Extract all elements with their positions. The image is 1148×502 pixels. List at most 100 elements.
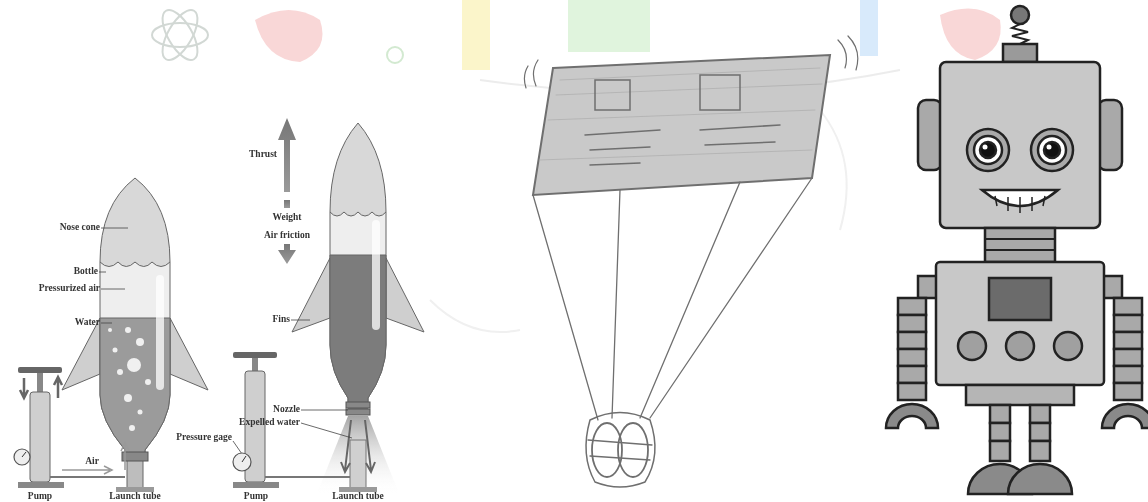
watermark-part — [430, 300, 520, 332]
hand-pump-part — [37, 373, 43, 393]
water-rocket-loaded-part-part — [99, 272, 106, 273]
water-rocket-launching-part — [339, 487, 377, 492]
water-rocket-loaded-part — [100, 262, 170, 458]
water-rocket-launching-part-part — [233, 441, 242, 454]
water-rocket-launching-part — [316, 416, 400, 496]
part-label: Pressurized air — [39, 284, 100, 294]
parachute-sketch-part — [533, 178, 812, 420]
water-rocket-loaded-part — [116, 487, 154, 492]
parachute-sketch-part — [585, 125, 780, 165]
part-label: Pump — [244, 492, 268, 502]
part-label: Thrust — [249, 150, 277, 160]
hand-pump-part — [242, 456, 246, 462]
part-label: Nozzle — [273, 405, 300, 415]
parachute-sketch-part — [533, 55, 830, 195]
hand-pump-part — [265, 476, 350, 478]
parachute-sketch-part — [540, 68, 822, 160]
parachute-sketch-part — [586, 413, 655, 488]
water-rocket-loaded-part-part — [108, 328, 112, 332]
water-rocket-launching-part — [330, 123, 386, 216]
watermark-part — [820, 110, 847, 230]
water-rocket-launching-part — [350, 440, 366, 490]
water-rocket-loaded-part — [100, 178, 170, 267]
water-rocket-loaded-part-part — [145, 379, 151, 385]
water-rocket-loaded-part-part — [117, 369, 123, 375]
parachute-sketch-part — [700, 75, 740, 110]
water-rocket-loaded-part-part — [101, 289, 125, 290]
robot-cartoon-part — [990, 405, 1010, 423]
water-rocket-loaded-part — [156, 275, 164, 390]
robot-cartoon-part — [989, 278, 1051, 320]
hand-pump-part — [20, 378, 28, 398]
water-rocket-loaded-part-part — [101, 323, 112, 324]
parachute-sketch-part — [618, 423, 648, 477]
water-rocket-launching-part — [372, 220, 380, 330]
water-rocket-loaded-part — [108, 327, 151, 431]
water-rocket-loaded-part-part — [138, 410, 143, 415]
parachute-sketch-part — [524, 36, 857, 88]
robot-cartoon-part — [983, 145, 988, 150]
robot-cartoon-part — [1030, 405, 1050, 423]
robot-cartoon-part — [918, 100, 942, 170]
robot-cartoon-part — [1030, 441, 1050, 461]
robot-cartoon-part — [1012, 24, 1028, 44]
water-rocket-launching-part-part — [301, 410, 348, 411]
hand-pump-part — [54, 377, 62, 398]
robot-cartoon-part — [974, 136, 1002, 164]
robot-cartoon-part — [1114, 349, 1142, 366]
watermark-part — [156, 5, 205, 65]
water-rocket-loaded-part-part — [136, 338, 144, 346]
water-rocket-loaded-part — [170, 318, 208, 390]
hand-pump-part — [233, 482, 279, 488]
watermark — [152, 0, 1001, 332]
water-rocket-loaded-part-part — [125, 327, 131, 333]
robot-cartoon-part — [1006, 332, 1034, 360]
hand-pump-part — [233, 453, 251, 471]
robot-cartoon-part — [1011, 6, 1029, 24]
water-rocket-loaded-part-part — [127, 358, 141, 372]
robot-cartoon-part — [1098, 100, 1122, 170]
hand-pump-part — [62, 466, 112, 474]
hand-pump-part — [30, 392, 50, 482]
water-rocket-launching-part — [346, 409, 370, 415]
part-label: Nose cone — [60, 223, 100, 233]
hand-pump — [14, 367, 129, 488]
water-rocket-launching-part — [341, 420, 351, 472]
part-label: Weight — [272, 213, 301, 223]
water-rocket-loaded-part — [99, 228, 128, 323]
hand-pump-part — [252, 358, 258, 372]
robot-cartoon-part — [1054, 332, 1082, 360]
water-rocket-launching-part — [330, 212, 386, 408]
water-rocket-loaded-part-part — [129, 425, 135, 431]
hand-pump-part — [22, 452, 26, 457]
robot-cartoon-part — [985, 228, 1055, 262]
part-label: Expelled water — [239, 418, 300, 428]
hand-pump-part — [18, 482, 64, 488]
robot-cartoon-part — [958, 332, 986, 360]
robot-cartoon-part — [1003, 44, 1037, 62]
water-rocket-loaded-part — [122, 452, 148, 461]
force-arrow-part — [278, 118, 296, 192]
water-rocket-launching-part — [292, 258, 330, 332]
water-rocket-loaded-part — [62, 318, 100, 390]
robot-cartoon-part — [886, 404, 938, 428]
robot-cartoon-part — [898, 315, 926, 332]
part-label: Bottle — [74, 267, 98, 277]
force-arrow-part — [278, 244, 296, 264]
part-label: Fins — [273, 315, 290, 325]
hand-pump-part — [121, 443, 129, 470]
water-rocket-launching — [233, 118, 424, 496]
robot-cartoon-part — [898, 366, 926, 383]
robot-cartoon-part — [1031, 129, 1073, 171]
robot-cartoon-part — [1114, 298, 1142, 315]
parachute-sketch — [524, 36, 857, 487]
robot-cartoon-part — [1114, 332, 1142, 349]
robot-cartoon-part — [1008, 464, 1072, 494]
hand-pump-part — [14, 449, 30, 465]
watermark-part — [568, 0, 650, 52]
water-rocket-loaded-part-part — [124, 394, 132, 402]
part-label: Pressure gage — [176, 433, 232, 443]
